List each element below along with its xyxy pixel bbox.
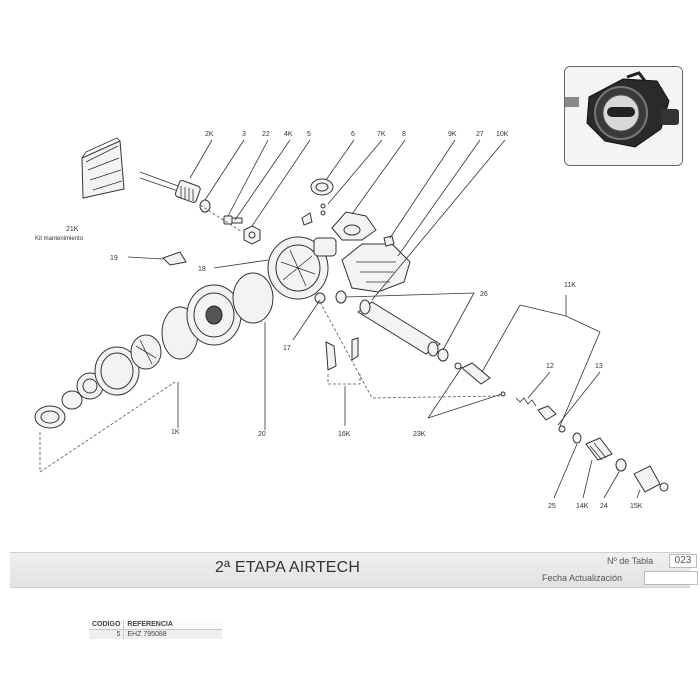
spring-12 (515, 397, 537, 407)
callout-4K: 4K (284, 131, 293, 138)
callout-7K: 7K (377, 131, 386, 138)
exhaust-tee-9K (341, 235, 411, 293)
callout-19: 19 (110, 255, 118, 262)
callout-21K-description: Kit mantenimiento (35, 236, 84, 242)
table-row: 5 EHZ 795088 (89, 629, 223, 639)
callout-20: 20 (258, 431, 266, 438)
callout-25: 25 (548, 503, 556, 510)
code-cell: 5 (89, 629, 125, 639)
callout-14K: 14K (576, 503, 589, 510)
update-date-value (644, 571, 698, 585)
diaphragm-20 (232, 272, 274, 324)
callout-8: 8 (402, 131, 406, 138)
callout-5: 5 (307, 131, 311, 138)
swivel-5 (243, 225, 261, 245)
mouthpiece-clip-6 (310, 178, 334, 196)
code-column-header: CODIGO (89, 620, 125, 630)
callout-21K: 21K (66, 226, 79, 233)
callout-15K: 15K (630, 503, 643, 510)
callout-10K: 10K (496, 131, 509, 138)
exhaust-valve-16K (325, 337, 359, 371)
callout-9K: 9K (448, 131, 457, 138)
callout-18: 18 (198, 266, 206, 273)
adjuster-13 (537, 405, 566, 433)
reference-cell: EHZ 795088 (123, 629, 223, 639)
reference-table: CODIGO REFERENCIA 5 EHZ 795088 (89, 620, 223, 639)
small-parts-7K (301, 203, 326, 226)
o-ring-26-left (335, 290, 347, 304)
table-number-value: 023 (669, 554, 697, 568)
callout-26: 26 (480, 291, 488, 298)
callout-6: 6 (351, 131, 355, 138)
reference-column-header: REFERENCIA (123, 620, 223, 630)
hose-assembly (139, 171, 201, 203)
exploded-parts-diagram: 21K Kit mantenimiento (34, 131, 669, 510)
callout-12: 12 (546, 363, 554, 370)
bushing-14K (585, 437, 613, 461)
product-thumbnail (564, 66, 683, 166)
callout-3: 3 (242, 131, 246, 138)
mouthpiece-8 (331, 211, 377, 241)
callout-22: 22 (262, 131, 270, 138)
front-cover-group-1K (34, 284, 242, 429)
maintenance-kit-bag (81, 137, 125, 199)
housing-18 (267, 236, 337, 304)
title-block: 2ª ETAPA AIRTECH Nº de Tabla 023 Fecha A… (10, 552, 698, 588)
table-number-label: Nº de Tabla (607, 556, 654, 566)
assembly-dashed-lines (39, 204, 501, 473)
callout-24: 24 (600, 503, 608, 510)
valve-tube-10K (357, 299, 441, 357)
lever-19 (162, 251, 187, 266)
callout-11K: 11K (564, 282, 576, 289)
callout-13: 13 (595, 363, 603, 370)
o-ring-25 (572, 432, 582, 444)
poppet-assembly-11K (454, 362, 506, 397)
callout-17: 17 (283, 345, 291, 352)
update-date-label: Fecha Actualización (542, 573, 623, 583)
callout-27: 27 (476, 131, 484, 138)
nut-22 (223, 215, 243, 225)
leader-lines (127, 139, 641, 499)
callout-2K: 2K (205, 131, 214, 138)
callout-23K: 23K (413, 431, 426, 438)
callout-1K: 1K (171, 429, 180, 436)
page-title: 2ª ETAPA AIRTECH (215, 559, 361, 576)
knob-15K (633, 465, 669, 493)
o-ring-26-right (437, 348, 449, 362)
regulator-photo (565, 67, 682, 165)
callout-16K: 16K (338, 431, 351, 438)
o-ring-24 (615, 458, 627, 472)
reference-table-header: CODIGO REFERENCIA (89, 620, 223, 630)
